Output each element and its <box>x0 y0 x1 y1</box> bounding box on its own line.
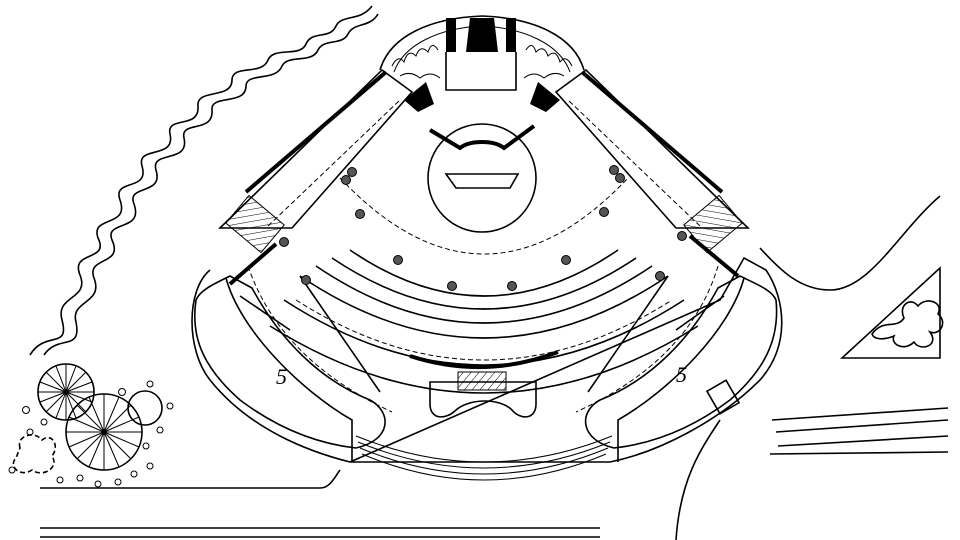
outer-perimeter <box>191 256 783 463</box>
stairs-left <box>225 194 285 254</box>
pavilion-wedge-right <box>530 82 560 112</box>
right-road <box>769 407 949 455</box>
tree-rays-small <box>38 364 94 420</box>
pavilion-core-right <box>506 18 516 52</box>
gate-post-right <box>705 379 741 415</box>
hedge-outline <box>29 5 379 356</box>
plaza-bench <box>444 173 520 189</box>
wing-right-bold <box>580 70 724 194</box>
tree-canopy-right <box>127 390 163 426</box>
wall-stub-right <box>688 234 740 278</box>
wing-right-dash <box>567 99 701 227</box>
pavilion-outline <box>379 15 585 71</box>
plaza-circle <box>427 123 537 233</box>
trees-group <box>8 363 174 488</box>
bush-right <box>871 300 944 348</box>
pavilion-core-left <box>446 18 456 52</box>
right-path-upper <box>759 195 941 291</box>
lawn-right <box>584 275 778 449</box>
pavilion-passage <box>445 52 517 91</box>
circulation-dashed <box>247 177 719 413</box>
wall-stub-left <box>228 242 278 286</box>
pavilion-wedge-left <box>404 82 434 112</box>
amphitheatre <box>191 15 783 481</box>
wing-left-bold <box>244 70 388 194</box>
right-path-triangle <box>839 266 941 359</box>
column-markers <box>279 165 687 291</box>
lower-right-curve <box>675 419 721 540</box>
zone-label-right: 5 <box>676 362 687 387</box>
lower-left-path <box>40 469 341 489</box>
plaza-entrance-wall <box>428 124 536 151</box>
bottom-path <box>40 527 600 538</box>
seating-aisles <box>239 275 725 393</box>
stage-prop <box>457 371 507 391</box>
wing-left-dash <box>267 99 401 227</box>
stage-platform <box>429 381 537 418</box>
zone-label-left: 5 <box>276 364 287 389</box>
tree-rays-large <box>66 394 142 470</box>
stage-front-wall <box>409 350 559 370</box>
lawn-left <box>194 275 386 449</box>
shrub-cluster <box>12 434 57 474</box>
pavilion-core-center <box>466 18 498 52</box>
site-paths <box>40 195 949 540</box>
small-shrubs <box>8 380 174 488</box>
inner-wall <box>225 277 745 462</box>
stairs-right <box>683 194 743 254</box>
front-steps <box>355 435 613 481</box>
pavilion-ornament <box>391 45 573 79</box>
